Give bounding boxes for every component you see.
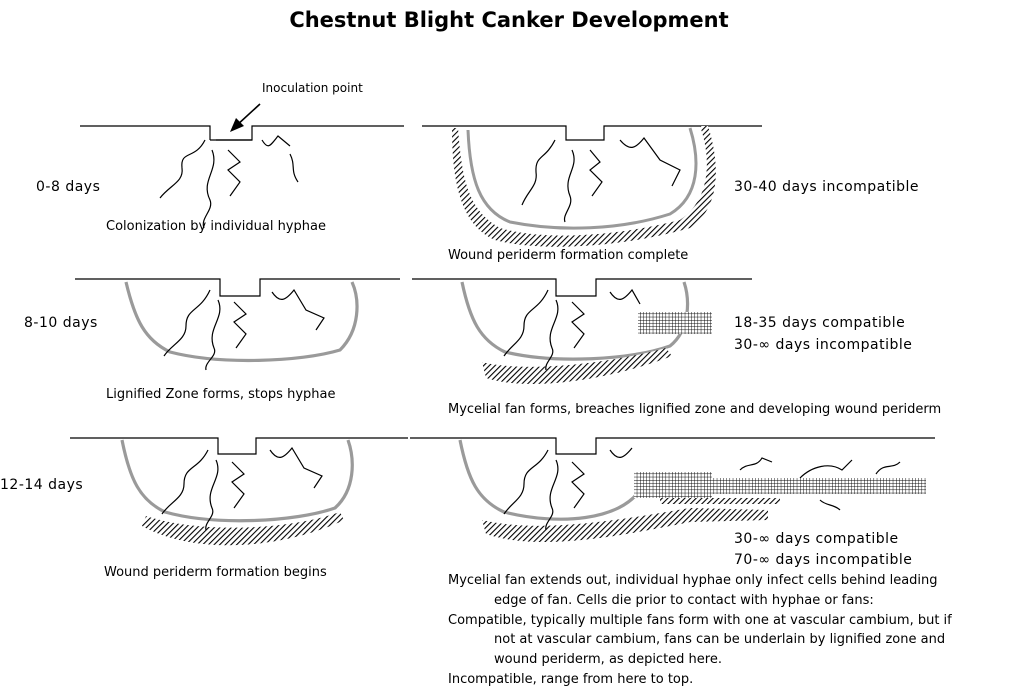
inoculation-label: Inoculation point xyxy=(262,82,363,94)
hypha xyxy=(740,458,772,470)
hypha xyxy=(272,290,324,330)
hypha xyxy=(800,460,852,478)
panel-2-caption: Wound periderm formation complete xyxy=(448,249,688,262)
hypha xyxy=(160,140,205,198)
hypha xyxy=(504,290,548,356)
bark-surface xyxy=(75,279,400,296)
panel-5-caption: Wound periderm formation begins xyxy=(104,566,327,579)
note-line-2: edge of fan. Cells die prior to contact … xyxy=(494,594,874,607)
note-line-4: not at vascular cambium, fans can be und… xyxy=(494,633,945,646)
hypha xyxy=(610,448,632,457)
hypha xyxy=(504,450,548,514)
lignified-zone xyxy=(122,440,352,521)
mycelial-fan xyxy=(708,478,926,494)
mycelial-fan xyxy=(634,472,712,498)
wound-periderm xyxy=(482,508,768,542)
page-title: Chestnut Blight Canker Development xyxy=(0,10,1018,31)
note-line-3: Compatible, typically multiple fans form… xyxy=(448,614,952,627)
hypha xyxy=(590,150,602,196)
hypha xyxy=(820,500,840,510)
hypha xyxy=(522,140,555,205)
panel-4-caption: Mycelial fan forms, breaches lignified z… xyxy=(448,403,941,416)
hypha xyxy=(572,302,584,348)
panel-1-caption: Colonization by individual hyphae xyxy=(106,220,326,233)
panel-6-days-1: 30-∞ days compatible xyxy=(734,532,899,546)
hypha xyxy=(203,150,214,228)
panel-3-caption: Lignified Zone forms, stops hyphae xyxy=(106,388,335,401)
lignified-zone xyxy=(460,440,640,519)
panel-3-days: 8-10 days xyxy=(24,316,98,330)
wound-periderm xyxy=(142,512,344,545)
hypha xyxy=(162,450,208,514)
note-line-5: wound periderm, as depicted here. xyxy=(494,653,722,666)
panel-4-graphic xyxy=(412,279,752,384)
panel-4-days-2: 30-∞ days incompatible xyxy=(734,338,912,352)
hypha xyxy=(234,302,246,348)
panel-3-graphic xyxy=(75,279,400,370)
mycelial-fan xyxy=(638,312,712,334)
panel-6-graphic xyxy=(410,438,935,542)
panel-1-graphic xyxy=(80,104,404,228)
panel-1-days: 0-8 days xyxy=(36,180,100,194)
hypha xyxy=(262,136,290,146)
hypha xyxy=(572,462,584,508)
panel-5-days: 12-14 days xyxy=(0,478,83,492)
panel-2-graphic xyxy=(422,126,762,247)
note-line-6: Incompatible, range from here to top. xyxy=(448,673,693,686)
panel-5-graphic xyxy=(70,438,408,545)
hypha xyxy=(164,290,210,356)
hypha xyxy=(565,150,575,222)
panel-6-days-2: 70-∞ days incompatible xyxy=(734,553,912,567)
panel-2-days: 30-40 days incompatible xyxy=(734,180,919,194)
hypha xyxy=(270,448,322,488)
panel-4-days-1: 18-35 days compatible xyxy=(734,316,905,330)
hypha xyxy=(610,290,640,304)
bark-surface xyxy=(80,126,404,140)
hypha xyxy=(620,138,680,186)
hypha xyxy=(232,462,244,508)
note-line-1: Mycelial fan extends out, individual hyp… xyxy=(448,574,938,587)
bark-surface xyxy=(410,438,935,454)
hypha xyxy=(228,150,240,196)
hypha xyxy=(290,154,298,182)
lignified-zone xyxy=(468,128,696,228)
mycelial-fan-thin xyxy=(660,498,780,504)
hypha xyxy=(876,462,900,474)
